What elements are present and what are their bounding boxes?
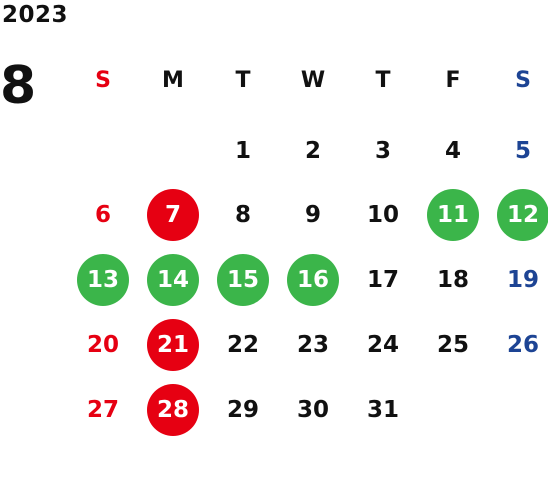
day-cell[interactable]: 27 — [86, 397, 119, 423]
day-cell[interactable]: 17 — [366, 267, 399, 293]
day-cell[interactable]: 2 — [304, 138, 321, 164]
day-cell[interactable]: 3 — [374, 138, 391, 164]
day-cell[interactable]: 19 — [506, 267, 539, 293]
weekday-header: F — [445, 67, 461, 93]
day-cell[interactable]: 16 — [287, 254, 339, 306]
weekday-header: S — [95, 67, 111, 93]
day-cell[interactable]: 14 — [147, 254, 199, 306]
weekday-header: T — [235, 67, 251, 93]
day-cell[interactable]: 21 — [147, 319, 199, 371]
day-cell[interactable]: 30 — [296, 397, 329, 423]
day-cell[interactable]: 20 — [86, 332, 119, 358]
weekday-header: W — [300, 67, 326, 93]
day-cell[interactable]: 10 — [366, 202, 399, 228]
day-cell[interactable]: 23 — [296, 332, 329, 358]
day-cell[interactable]: 24 — [366, 332, 399, 358]
day-cell[interactable]: 15 — [217, 254, 269, 306]
day-cell[interactable]: 29 — [226, 397, 259, 423]
weekday-header: M — [162, 67, 184, 93]
day-cell[interactable]: 18 — [436, 267, 469, 293]
day-cell[interactable]: 8 — [234, 202, 251, 228]
day-cell[interactable]: 11 — [427, 189, 479, 241]
day-cell[interactable]: 5 — [514, 138, 531, 164]
day-cell[interactable]: 6 — [94, 202, 111, 228]
day-cell[interactable]: 9 — [304, 202, 321, 228]
day-cell[interactable]: 13 — [77, 254, 129, 306]
day-cell[interactable]: 7 — [147, 189, 199, 241]
day-cell[interactable]: 1 — [234, 138, 251, 164]
day-cell[interactable]: 25 — [436, 332, 469, 358]
weekday-header: T — [375, 67, 391, 93]
day-cell[interactable]: 26 — [506, 332, 539, 358]
day-cell[interactable]: 31 — [366, 397, 399, 423]
month-number: 8 — [0, 56, 37, 116]
day-cell[interactable]: 12 — [497, 189, 548, 241]
day-cell[interactable]: 28 — [147, 384, 199, 436]
weekday-header: S — [515, 67, 531, 93]
day-cell[interactable]: 4 — [444, 138, 461, 164]
day-cell[interactable]: 22 — [226, 332, 259, 358]
year-label: 2023 — [2, 2, 69, 28]
